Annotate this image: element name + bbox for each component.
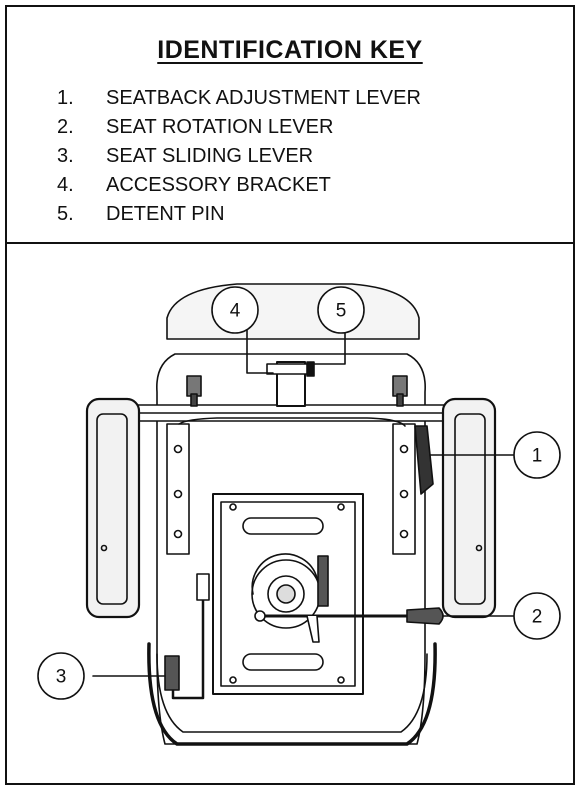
seat-base-inner-rim [156,653,428,733]
callout-1-circle [513,431,561,479]
key-item-1: 1. SEATBACK ADJUSTMENT LEVER [57,84,421,113]
plate-hole [337,503,345,511]
knob-right-post [396,393,404,407]
knob-right [392,375,408,397]
detent-pin-tip [306,361,315,377]
key-item-number: 2. [57,116,74,138]
seat-inner-curve [178,417,406,427]
key-item-number: 5. [57,203,74,225]
knob-left-post [190,393,198,407]
callout-5-circle [317,286,365,334]
seatback-top [166,283,420,340]
key-list: 1. SEATBACK ADJUSTMENT LEVER 2. SEAT ROTAT… [57,84,421,229]
callout-2-circle [513,592,561,640]
bracket-hole [399,529,409,539]
seat-drawing-svg: 4 5 1 2 3 [37,283,561,746]
key-item-number: 4. [57,174,74,196]
key-item-3: 3. SEAT SLIDING LEVER [57,142,421,171]
key-item-label: ACCESSORY BRACKET [106,174,331,196]
key-item-4: 4. ACCESSORY BRACKET [57,171,421,200]
callout-3-label: 3 [56,667,67,688]
armrest-right-inner [454,413,486,605]
armrest-left-inner [96,413,128,605]
plate-slot-top [242,517,324,535]
armrest-left-hole [100,544,108,552]
key-item-5: 5. DETENT PIN [57,200,421,229]
rotation-lever-latch [306,615,320,643]
swivel-arc [251,553,318,595]
plate-hole [337,676,345,684]
bracket-hole [173,489,183,499]
diagram-frame: IDENTIFICATION KEY 1. SEATBACK ADJUSTMENT… [5,5,575,785]
key-item-number: 1. [57,87,74,109]
swivel-inner [276,584,296,604]
armrest-right [441,397,497,619]
key-item-label: SEAT SLIDING LEVER [106,145,314,167]
callout-4-circle [211,286,259,334]
side-bracket-right [392,423,416,555]
sliding-lever-bracket [196,573,210,601]
key-item-label: SEATBACK ADJUSTMENT LEVER [106,87,421,109]
callout-5-label: 5 [336,301,347,322]
plate-hole [229,503,237,511]
key-item-label: SEAT ROTATION LEVER [106,116,334,138]
bracket-hole [399,444,409,454]
seat-base-outline [156,353,426,745]
key-item-label: DETENT PIN [106,203,225,225]
bracket-hole [173,529,183,539]
mounting-plate-inner [220,501,356,687]
seat-base-rim [147,642,437,746]
rotation-lever-pivot [254,610,266,622]
callout-1-label: 1 [532,446,543,467]
seatback-lever [414,425,434,495]
knob-left [186,375,202,397]
callout-2-label: 2 [532,607,543,628]
side-bracket-left [166,423,190,555]
identification-key: IDENTIFICATION KEY 1. SEATBACK ADJUSTMENT… [7,7,573,244]
bracket-hole [399,489,409,499]
rotation-lever-handle [406,607,444,625]
plate-hole [229,676,237,684]
bracket-hole [173,444,183,454]
leader-4 [246,309,274,374]
sliding-lever-handle [164,655,180,691]
seat-drawing: 4 5 1 2 3 [7,244,573,784]
armrest-left [85,397,141,619]
key-item-2: 2. SEAT ROTATION LEVER [57,113,421,142]
key-item-number: 3. [57,145,74,167]
armrest-right-hole [475,544,483,552]
callout-3-circle [37,652,85,700]
plate-slot-bottom [242,653,324,671]
callout-4-label: 4 [230,301,241,322]
swivel-mid [267,575,305,613]
spring [317,555,329,607]
key-title: IDENTIFICATION KEY [157,36,423,64]
